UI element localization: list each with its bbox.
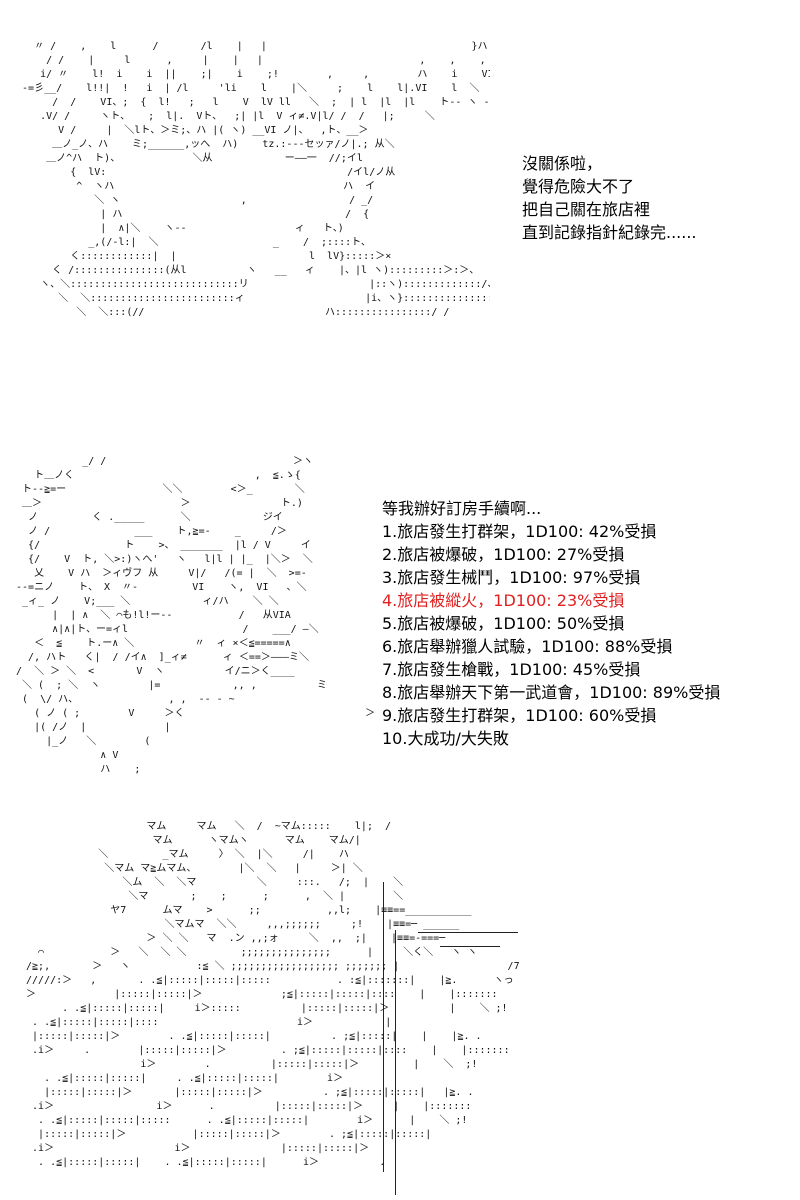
dice-option: 10.大成功/大失敗 [382, 729, 509, 748]
dice-option: 3.旅店發生械鬥，1D100: 97%受損 [382, 568, 641, 587]
dice-option: 6.旅店舉辦獵人試驗，1D100: 88%受損 [382, 637, 673, 656]
narration-caption: 沒關係啦， 覺得危險大不了 把自己關在旅店裡 直到記錄指針紀錄完...... [522, 152, 697, 244]
caption-line: 覺得危險大不了 [522, 177, 635, 196]
caption-line: 把自己關在旅店裡 [522, 200, 651, 219]
dice-option: 2.旅店被爆破，1D100: 27%受損 [382, 545, 625, 564]
roof-line [440, 946, 500, 947]
dice-options-list: 等我辦好訂房手續啊... 1.旅店發生打群架，1D100: 42%受損 2.旅店… [382, 497, 720, 750]
ascii-art-lines: 〃 / , l / /l | | }ハ / / | l , | | | , , … [22, 41, 490, 318]
dice-option: 8.旅店舉辦天下第一武道會，1D100: 89%受損 [382, 683, 721, 702]
options-intro: 等我辦好訂房手續啊... [382, 499, 542, 518]
dice-option-highlighted: 4.旅店被縱火，1D100: 23%受損 [382, 591, 625, 610]
ascii-art-lines: _/ / ＞ヽ ト＿ノく , ≦.ゝ{ ト--≧=ー ＼＼ <＞_ ＼ ＿＞ ＞… [16, 456, 375, 775]
building-edge-line [383, 882, 384, 1172]
dice-option: 9.旅店發生打群架，1D100: 60%受損 [382, 706, 657, 725]
ascii-art-character-closeup: 〃 / , l / /l | | }ハ / / | l , | | | , , … [10, 40, 490, 410]
ascii-art-lines: マム マム ＼ / ~マム::::: l|; / マム ヽマムヽ マム マム/|… [26, 821, 520, 1168]
roof-line [418, 932, 518, 933]
caption-line: 直到記錄指針紀錄完...... [522, 223, 697, 242]
ascii-art-burning-inn: マム マム ＼ / ~マム::::: l|; / マム ヽマムヽ マム マム/|… [20, 820, 540, 1195]
dice-option: 5.旅店被爆破，1D100: 50%受損 [382, 614, 625, 633]
building-edge-line [395, 930, 396, 1195]
caption-line: 沒關係啦， [522, 154, 603, 173]
ascii-art-check-in: _/ / ＞ヽ ト＿ノく , ≦.ゝ{ ト--≧=ー ＼＼ <＞_ ＼ ＿＞ ＞… [10, 455, 375, 775]
dice-option: 1.旅店發生打群架，1D100: 42%受損 [382, 522, 657, 541]
dice-option: 7.旅店發生槍戰，1D100: 45%受損 [382, 660, 641, 679]
